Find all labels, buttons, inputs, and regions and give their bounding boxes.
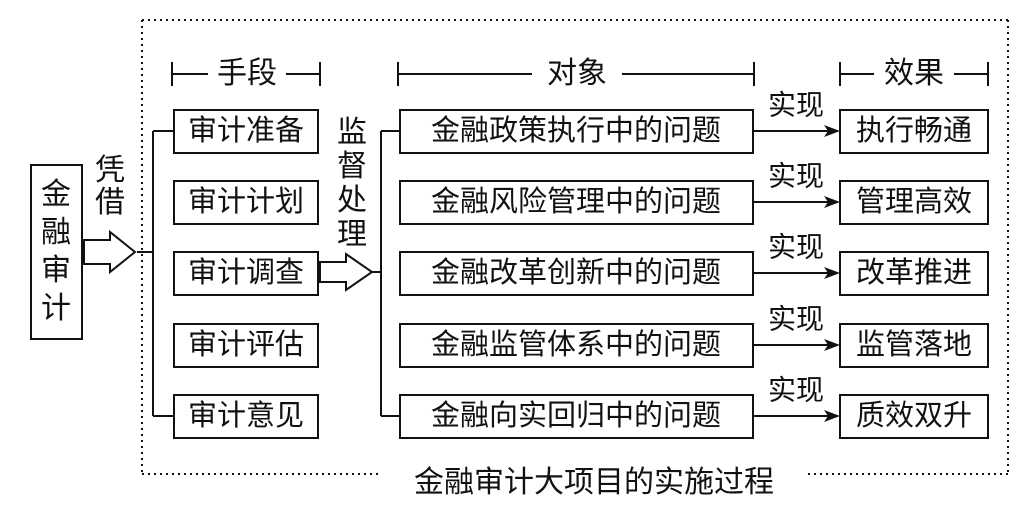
effect-item-label: 管理高效 bbox=[856, 184, 972, 218]
flow-arrow-label: 实现 bbox=[768, 303, 824, 336]
flow-arrow-label: 实现 bbox=[768, 231, 824, 264]
object-item-label: 金融改革创新中的问题 bbox=[431, 255, 721, 289]
object-item-label: 金融风险管理中的问题 bbox=[431, 184, 721, 218]
means-item: 审计调查 bbox=[173, 251, 319, 296]
source-arrow-label: 凭借 bbox=[95, 153, 125, 220]
means-item-box bbox=[173, 323, 319, 368]
effect-item-box bbox=[839, 109, 989, 154]
flow-arrow-label: 实现 bbox=[768, 89, 824, 122]
means-item-box bbox=[173, 109, 319, 154]
effect-item: 质效双升 bbox=[839, 394, 989, 439]
flow-arrow-head bbox=[824, 339, 840, 351]
flow-arrow: 实现 bbox=[753, 303, 840, 351]
flow-arrow: 实现 bbox=[753, 374, 840, 422]
effect-item: 监管落地 bbox=[839, 323, 989, 368]
process-frame bbox=[141, 19, 1009, 475]
means-item: 审计评估 bbox=[173, 323, 319, 368]
object-item: 金融监管体系中的问题 bbox=[399, 323, 754, 368]
objects-bracket bbox=[372, 130, 400, 417]
effect-item-box bbox=[839, 180, 989, 225]
means-item-box bbox=[173, 180, 319, 225]
effect-item-label: 执行畅通 bbox=[856, 113, 972, 147]
object-item: 金融政策执行中的问题 bbox=[399, 109, 754, 154]
means-item-label: 审计意见 bbox=[188, 398, 304, 432]
flow-arrow-label: 实现 bbox=[768, 374, 824, 407]
means-item-label: 审计准备 bbox=[188, 113, 304, 147]
flow-arrow: 实现 bbox=[753, 89, 840, 137]
object-item-label: 金融向实回归中的问题 bbox=[431, 398, 721, 432]
effect-item: 执行畅通 bbox=[839, 109, 989, 154]
means-bracket bbox=[137, 130, 174, 417]
means-header: 手段 bbox=[171, 56, 321, 91]
means-item-label: 审计计划 bbox=[188, 184, 304, 218]
source-arrow-label-text: 凭借 bbox=[95, 153, 125, 220]
flow-arrow-head bbox=[824, 410, 840, 422]
connector-label-text: 监督处理 bbox=[337, 115, 367, 252]
source-label: 金融审计 bbox=[41, 177, 71, 326]
means-item: 审计准备 bbox=[173, 109, 319, 154]
object-item-label: 金融政策执行中的问题 bbox=[431, 113, 721, 147]
object-item: 金融改革创新中的问题 bbox=[399, 251, 754, 296]
means-item-label: 审计调查 bbox=[188, 255, 304, 289]
source-box bbox=[30, 164, 83, 340]
effects-header: 效果 bbox=[839, 56, 989, 91]
object-item-box bbox=[399, 180, 754, 225]
flow-arrow-label: 实现 bbox=[768, 160, 824, 193]
object-item: 金融向实回归中的问题 bbox=[399, 394, 754, 439]
effect-item-label: 监管落地 bbox=[856, 327, 972, 361]
connector-hollow-arrow bbox=[319, 252, 374, 292]
source-hollow-arrow bbox=[83, 229, 137, 275]
effect-item-box bbox=[839, 394, 989, 439]
flow-arrow-head bbox=[824, 267, 840, 279]
flow-arrow: 实现 bbox=[753, 231, 840, 279]
flow-arrow-head bbox=[824, 125, 840, 137]
effects-header-label: 效果 bbox=[884, 56, 944, 91]
frame-caption: 金融审计大项目的实施过程 bbox=[414, 465, 774, 500]
means-item: 审计计划 bbox=[173, 180, 319, 225]
flow-arrow: 实现 bbox=[753, 160, 840, 208]
effect-item: 改革推进 bbox=[839, 251, 989, 296]
effect-item: 管理高效 bbox=[839, 180, 989, 225]
effect-item-label: 质效双升 bbox=[856, 398, 972, 432]
means-header-label: 手段 bbox=[217, 56, 277, 91]
source-label-text: 金融审计 bbox=[41, 177, 71, 326]
effect-item-label: 改革推进 bbox=[856, 255, 972, 289]
connector-label: 监督处理 bbox=[337, 115, 367, 252]
object-item-box bbox=[399, 109, 754, 154]
objects-header: 对象 bbox=[397, 56, 755, 91]
objects-header-label: 对象 bbox=[547, 56, 607, 91]
means-item: 审计意见 bbox=[173, 394, 319, 439]
means-item-box bbox=[173, 394, 319, 439]
object-item: 金融风险管理中的问题 bbox=[399, 180, 754, 225]
means-item-box bbox=[173, 251, 319, 296]
effect-item-box bbox=[839, 323, 989, 368]
effect-item-box bbox=[839, 251, 989, 296]
flow-arrow-head bbox=[824, 196, 840, 208]
object-item-label: 金融监管体系中的问题 bbox=[431, 327, 721, 361]
means-item-label: 审计评估 bbox=[188, 327, 304, 361]
